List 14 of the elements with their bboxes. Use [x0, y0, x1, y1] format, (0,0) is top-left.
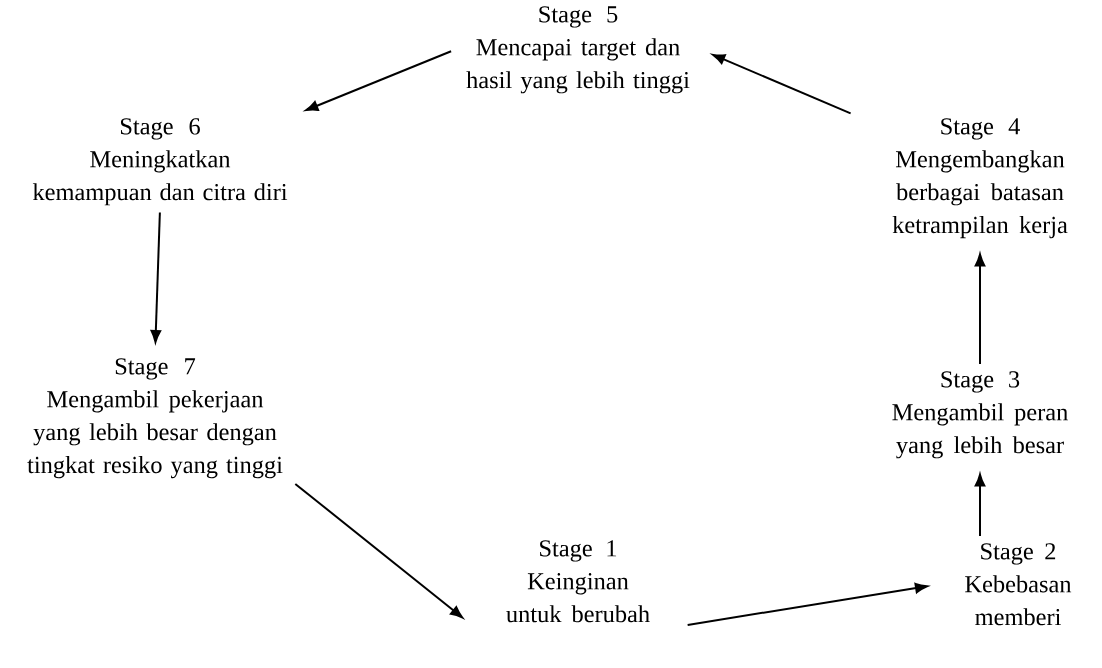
stage-label: Stage 3 Mengambil peran yang lebih besar	[892, 371, 1068, 459]
arrow	[305, 50, 453, 112]
arrow	[294, 482, 464, 619]
arrow	[974, 253, 986, 365]
stage-label: Stage 2 Kebebasan memberi	[965, 543, 1072, 626]
arrow	[150, 211, 162, 343]
stage-label: Stage 5 Mencapai target dan hasil yang lebih tinggi	[466, 6, 690, 94]
stage-label: Stage 4 Mengembangkan berbagai batasan ketrampilan kerja	[892, 118, 1068, 239]
arrow	[712, 53, 852, 115]
stage-label: Stage 7 Mengambil pekerjaan yang lebih besar dengan tingkat resiko yang tinggi	[27, 358, 283, 479]
arrow	[686, 582, 928, 626]
arrow	[974, 473, 986, 537]
stage-label: Stage 1 Keinginan untuk berubah	[506, 540, 650, 623]
stage-label: Stage 6 Meningkatkan kemampuan dan citra diri	[32, 118, 288, 206]
